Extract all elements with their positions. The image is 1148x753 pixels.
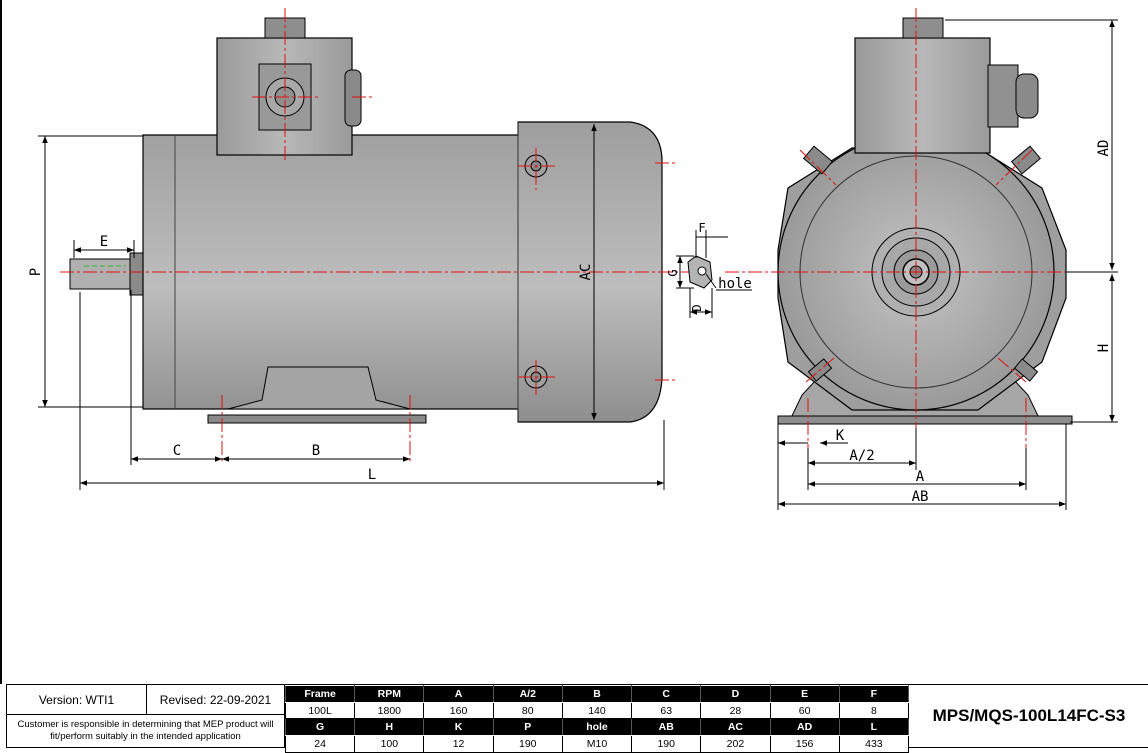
end-terminal-lid (902, 17, 944, 39)
spec-value: 100L (284, 701, 356, 720)
spec-value: 1800 (354, 701, 425, 720)
spec-value: 433 (838, 735, 910, 753)
end-terminal-box (854, 37, 991, 154)
spec-value: 160 (423, 701, 494, 720)
dim-label-d: D (690, 304, 704, 311)
cable-gland-side (344, 69, 362, 127)
spec-header: P (492, 718, 563, 737)
spec-value: 100 (354, 735, 425, 753)
spec-value: 12 (423, 735, 494, 753)
dim-label-k: K (836, 428, 845, 444)
spec-value: 28 (700, 701, 771, 720)
dim-label-hole: hole (718, 276, 752, 292)
dim-label-p: P (28, 268, 44, 276)
spec-header: A (423, 685, 494, 703)
shaft (69, 258, 133, 290)
spec-value: 8 (838, 701, 910, 720)
spec-header: K (423, 718, 494, 737)
spec-header: H (354, 718, 425, 737)
end-view: AD H K A/2 A AB (725, 8, 1118, 510)
spec-header: A/2 (492, 685, 563, 703)
spec-header: RPM (354, 685, 425, 703)
end-bolt-top-right (1010, 145, 1042, 175)
spec-header: F (838, 685, 910, 703)
spec-header: Frame (284, 685, 356, 703)
end-centerlines (725, 8, 1105, 448)
end-cable-gland (987, 64, 1019, 128)
end-gland-cap (1015, 73, 1039, 119)
spec-value: M10 (561, 735, 633, 753)
spec-value-row-2: 24 100 12 190 M10 190 202 156 433 (284, 735, 910, 753)
spec-header: AB (631, 718, 702, 737)
spec-header: L (838, 718, 910, 737)
version-label: Version: WTI1 (7, 685, 147, 715)
spec-header: D (700, 685, 771, 703)
title-block: Version: WTI1 Revised: 22-09-2021 Custom… (6, 684, 1148, 753)
end-dimensions (777, 19, 1118, 510)
end-foot-base (777, 415, 1073, 425)
motor-body (142, 121, 663, 423)
dim-label-e: E (100, 234, 108, 250)
dim-label-ad: AD (1096, 140, 1112, 157)
spec-value: 140 (561, 701, 633, 720)
spec-header: E (769, 685, 840, 703)
spec-value: 80 (492, 701, 563, 720)
spec-header: C (631, 685, 702, 703)
spec-table: Frame RPM A A/2 B C D E F 100L 1800 160 … (284, 685, 910, 753)
frame-border-left (0, 0, 2, 684)
dim-label-b: B (312, 443, 320, 459)
spec-value: 202 (700, 735, 771, 753)
side-centerlines (60, 8, 695, 464)
spec-header: AC (700, 718, 771, 737)
spec-header: B (561, 685, 633, 703)
dim-label-h: H (1096, 344, 1112, 352)
spec-value: 156 (769, 735, 840, 753)
spec-header-row-1: Frame RPM A A/2 B C D E F (284, 685, 910, 703)
spec-value: 60 (769, 701, 840, 720)
model-number: MPS/MQS-100L14FC-S3 (909, 685, 1148, 748)
revised-date: Revised: 22-09-2021 (147, 685, 285, 715)
spec-value: 190 (631, 735, 702, 753)
dim-label-a: A (916, 469, 925, 485)
dim-label-ab: AB (912, 489, 929, 505)
dim-label-l: L (368, 467, 376, 483)
hole-detail: F G D hole (666, 221, 752, 318)
motor-drawing: E P AC C B L F G D hole (28, 8, 1118, 510)
foot-base (207, 414, 427, 424)
dim-label-f: F (698, 221, 705, 235)
spec-value-row-1: 100L 1800 160 80 140 63 28 60 8 (284, 701, 910, 720)
disclaimer-text: Customer is responsible in determining t… (7, 715, 285, 748)
spec-header: AD (769, 718, 840, 737)
hole-circle (697, 266, 707, 276)
end-bolt-top-left (802, 145, 834, 175)
spec-value: 24 (284, 735, 356, 753)
spec-value: 190 (492, 735, 563, 753)
side-view: E P AC C B L (28, 8, 695, 490)
spec-header: G (284, 718, 356, 737)
spec-header: hole (561, 718, 633, 737)
spec-value: 63 (631, 701, 702, 720)
spec-header-row-2: G H K P hole AB AC AD L (284, 718, 910, 737)
dim-label-c: C (173, 443, 181, 459)
dim-label-g: G (666, 269, 680, 276)
end-bolt-bottom-right (1013, 358, 1039, 382)
dim-label-a-half: A/2 (849, 448, 874, 464)
side-dimensions (38, 124, 665, 490)
dim-label-ac: AC (578, 264, 594, 281)
